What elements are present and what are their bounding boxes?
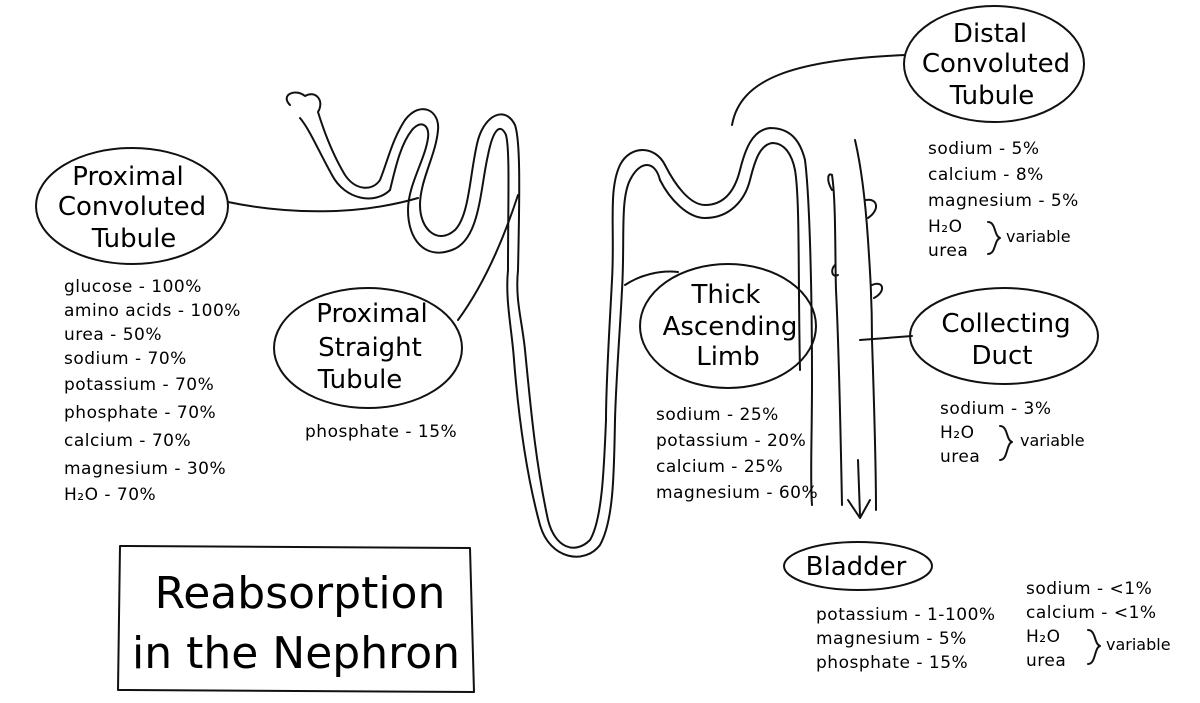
bladder-name: Bladder xyxy=(806,552,907,582)
cd-oval xyxy=(909,287,1099,385)
nephron-tubule xyxy=(285,91,883,558)
pct-item: calcium - 70% xyxy=(64,431,191,451)
pct-item: glucose - 100% xyxy=(64,277,202,297)
pct-item: amino acids - 100% xyxy=(64,301,241,321)
bladder-item-right: sodium - <1% xyxy=(1026,579,1152,599)
pst-group: Proximal Straight Tubule phosphate - 15% xyxy=(273,287,463,442)
dct-item: sodium - 5% xyxy=(928,139,1040,159)
dct-item: urea xyxy=(928,241,968,261)
pst-name-1: Proximal xyxy=(316,299,428,329)
tal-name-1: Thick xyxy=(691,280,761,310)
pct-item: potassium - 70% xyxy=(64,375,214,395)
title-box: Reabsorption in the Nephron xyxy=(117,545,475,693)
bladder-group: Bladder potassium - 1-100% magnesium - 5… xyxy=(783,541,1171,673)
tal-item: calcium - 25% xyxy=(656,457,783,477)
pct-name-3: Tubule xyxy=(91,224,177,254)
bladder-item-right: H₂O xyxy=(1026,627,1060,647)
tal-item: potassium - 20% xyxy=(656,431,806,451)
dct-group: Distal Convoluted Tubule sodium - 5% cal… xyxy=(903,5,1085,261)
pst-item: phosphate - 15% xyxy=(305,422,457,442)
bladder-item-right: urea xyxy=(1026,651,1066,671)
pct-name-1: Proximal xyxy=(72,162,184,192)
title-frame xyxy=(117,545,475,693)
pct-oval xyxy=(35,147,229,265)
cd-item: urea xyxy=(940,447,980,467)
bladder-item-right: calcium - <1% xyxy=(1026,603,1157,623)
leader-lines xyxy=(227,54,913,341)
bladder-item-left: phosphate - 15% xyxy=(816,653,968,673)
cd-name-2: Duct xyxy=(972,341,1033,371)
dct-item: calcium - 8% xyxy=(928,165,1044,185)
bladder-brace-label: variable xyxy=(1106,635,1171,654)
pct-item: urea - 50% xyxy=(64,325,162,345)
bladder-oval xyxy=(783,541,933,591)
cd-brace-icon xyxy=(999,425,1013,461)
dct-brace-label: variable xyxy=(1006,227,1071,246)
dct-item: magnesium - 5% xyxy=(928,191,1079,211)
cd-item: sodium - 3% xyxy=(940,399,1052,419)
title-line-1: Reabsorption xyxy=(155,568,446,619)
pct-name-2: Convoluted xyxy=(58,192,206,222)
cd-name-1: Collecting xyxy=(941,309,1070,339)
pst-name-2: Straight xyxy=(318,333,422,363)
cd-group: Collecting Duct sodium - 3% H₂O urea var… xyxy=(909,287,1099,467)
pct-item: magnesium - 30% xyxy=(64,459,226,479)
tal-item: sodium - 25% xyxy=(656,405,779,425)
tal-item: magnesium - 60% xyxy=(656,483,818,503)
tal-oval xyxy=(639,263,817,389)
pst-name-3: Tubule xyxy=(317,365,403,395)
pct-item: phosphate - 70% xyxy=(64,403,216,423)
dct-name-1: Distal xyxy=(953,19,1027,49)
pct-item: H₂O - 70% xyxy=(64,485,156,505)
dct-item: H₂O xyxy=(928,217,962,237)
tal-group: Thick Ascending Limb sodium - 25% potass… xyxy=(639,263,818,503)
cd-item: H₂O xyxy=(940,423,974,443)
cd-brace-label: variable xyxy=(1020,431,1085,450)
bladder-item-left: magnesium - 5% xyxy=(816,629,967,649)
bladder-item-left: potassium - 1-100% xyxy=(816,605,996,625)
pct-item: sodium - 70% xyxy=(64,349,187,369)
tal-name-2: Ascending xyxy=(663,312,798,342)
dct-oval xyxy=(903,5,1085,123)
bladder-brace-icon xyxy=(1087,629,1101,665)
title-line-2: in the Nephron xyxy=(132,628,460,679)
pst-oval xyxy=(273,287,463,409)
dct-name-3: Tubule xyxy=(949,81,1035,111)
tal-name-3: Limb xyxy=(696,342,760,372)
dct-brace-icon xyxy=(987,221,1001,255)
pct-group: Proximal Convoluted Tubule glucose - 100… xyxy=(35,147,241,505)
dct-name-2: Convoluted xyxy=(922,49,1070,79)
